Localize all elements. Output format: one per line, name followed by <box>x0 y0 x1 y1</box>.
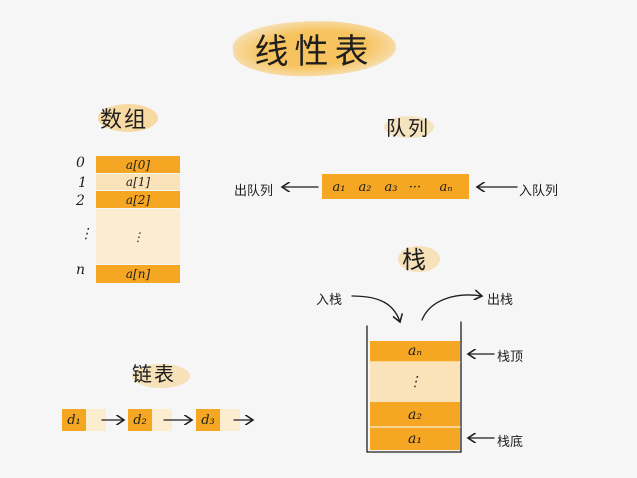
stack-item-n: aₙ <box>407 343 423 359</box>
linked-list-node-1: d₁ <box>62 409 86 431</box>
array-title-highlight <box>98 104 158 132</box>
array-cell-1: a[1] <box>96 174 180 190</box>
linked-list-title-highlight <box>132 364 190 388</box>
array-title: 数组 <box>100 108 149 133</box>
queue-title-highlight <box>384 116 434 138</box>
linked-list-pointer-2 <box>152 409 172 431</box>
linked-list-pointer-3 <box>220 409 240 431</box>
array-cell-ellipsis: ⋮ <box>96 209 180 264</box>
array-index-2: 2 <box>76 193 85 209</box>
linked-list-title: 链表 <box>132 362 176 386</box>
array-index-1: 1 <box>78 175 87 191</box>
queue-in-label: 入队列 <box>519 184 559 199</box>
stack-title-highlight <box>398 246 440 272</box>
stack-top-label: 栈顶 <box>497 350 524 365</box>
stack-item-1: a₁ <box>408 431 422 447</box>
queue-out-label: 出队列 <box>234 184 274 199</box>
stack-item-2: a₂ <box>408 407 422 423</box>
stack-push-label: 入栈 <box>316 293 343 308</box>
stack-bottom-label: 栈底 <box>497 435 524 450</box>
queue-item-1: a₁ <box>332 179 346 195</box>
queue-item-3: a₃ <box>384 179 398 195</box>
linked-list-pointer-1 <box>86 409 106 431</box>
array-cell-n: a[n] <box>96 265 180 283</box>
stack-title: 栈 <box>402 246 428 274</box>
array-index-ellipsis: ⋮ <box>79 226 93 242</box>
linked-list-node-2: d₂ <box>128 409 152 431</box>
queue-title: 队列 <box>386 116 430 140</box>
array-index-0: 0 <box>76 155 85 171</box>
stack-pop-arrow <box>421 295 482 321</box>
queue-item-ellipsis: ··· <box>408 179 422 195</box>
array-cell-2: a[2] <box>96 191 180 208</box>
queue-item-n: aₙ <box>439 179 453 195</box>
queue-body <box>322 174 469 199</box>
queue-item-2: a₂ <box>358 179 372 195</box>
linked-list-node-3: d₃ <box>196 409 220 431</box>
array-index-n: n <box>76 262 86 278</box>
page-title: 线性表 <box>254 32 375 72</box>
stack-push-arrow <box>351 295 400 322</box>
stack-pop-label: 出栈 <box>487 293 514 308</box>
array-cell-0: a[0] <box>96 156 180 173</box>
stack-item-ellipsis: ⋮ <box>370 362 460 402</box>
